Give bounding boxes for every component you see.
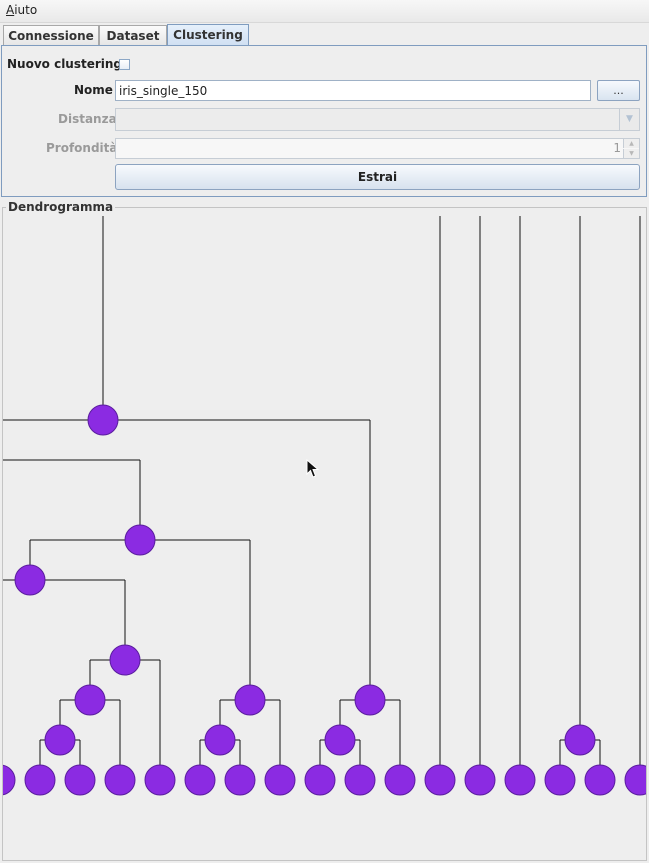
- tab-clustering[interactable]: Clustering: [167, 24, 249, 46]
- dendrogram-panel: [2, 207, 647, 861]
- node[interactable]: [74, 684, 106, 716]
- name-input[interactable]: [115, 80, 591, 101]
- distance-select[interactable]: ▼: [115, 108, 640, 131]
- node[interactable]: [564, 724, 596, 756]
- leaf-node[interactable]: [0, 764, 16, 796]
- menu-help[interactable]: Aiuto: [6, 3, 38, 17]
- node[interactable]: [87, 404, 119, 436]
- leaf-node[interactable]: [584, 764, 616, 796]
- leaf-node[interactable]: [344, 764, 376, 796]
- node[interactable]: [324, 724, 356, 756]
- chevron-down-icon[interactable]: ▼: [619, 109, 639, 130]
- leaf-node[interactable]: [544, 764, 576, 796]
- leaf-node[interactable]: [224, 764, 256, 796]
- node[interactable]: [204, 724, 236, 756]
- new-clustering-checkbox[interactable]: [119, 59, 130, 70]
- tab-connessione[interactable]: Connessione: [3, 25, 99, 45]
- node[interactable]: [354, 684, 386, 716]
- node[interactable]: [14, 564, 46, 596]
- browse-button[interactable]: ...: [597, 80, 640, 101]
- spinner-up-icon[interactable]: ▲: [623, 139, 639, 148]
- leaf-node[interactable]: [184, 764, 216, 796]
- dendrogram-nodes: [0, 404, 649, 796]
- depth-label: Profondità: [46, 141, 118, 155]
- mouse-cursor-icon: [306, 459, 320, 478]
- dendrogram-links: [3, 216, 641, 780]
- leaf-node[interactable]: [304, 764, 336, 796]
- leaf-node[interactable]: [424, 764, 456, 796]
- tab-bar: Connessione Dataset Clustering: [0, 24, 649, 46]
- node[interactable]: [44, 724, 76, 756]
- depth-value: 1: [613, 141, 621, 155]
- extract-button[interactable]: Estrai: [115, 164, 640, 190]
- node[interactable]: [109, 644, 141, 676]
- node[interactable]: [234, 684, 266, 716]
- new-clustering-label: Nuovo clustering: [7, 57, 123, 71]
- dendrogram-title: Dendrogramma: [6, 200, 116, 214]
- leaf-node[interactable]: [104, 764, 136, 796]
- leaf-node[interactable]: [24, 764, 56, 796]
- leaf-node[interactable]: [64, 764, 96, 796]
- leaf-node[interactable]: [504, 764, 536, 796]
- leaf-node[interactable]: [624, 764, 649, 796]
- leaf-node[interactable]: [384, 764, 416, 796]
- node[interactable]: [124, 524, 156, 556]
- spinner-down-icon[interactable]: ▼: [623, 149, 639, 158]
- name-label: Nome: [74, 83, 113, 97]
- leaf-node[interactable]: [464, 764, 496, 796]
- tab-dataset[interactable]: Dataset: [99, 25, 167, 45]
- menu-bar: Aiuto: [0, 0, 649, 23]
- depth-spinner[interactable]: 1 ▲ ▼: [115, 138, 640, 159]
- distance-label: Distanza: [58, 112, 117, 126]
- leaf-node[interactable]: [264, 764, 296, 796]
- leaf-node[interactable]: [144, 764, 176, 796]
